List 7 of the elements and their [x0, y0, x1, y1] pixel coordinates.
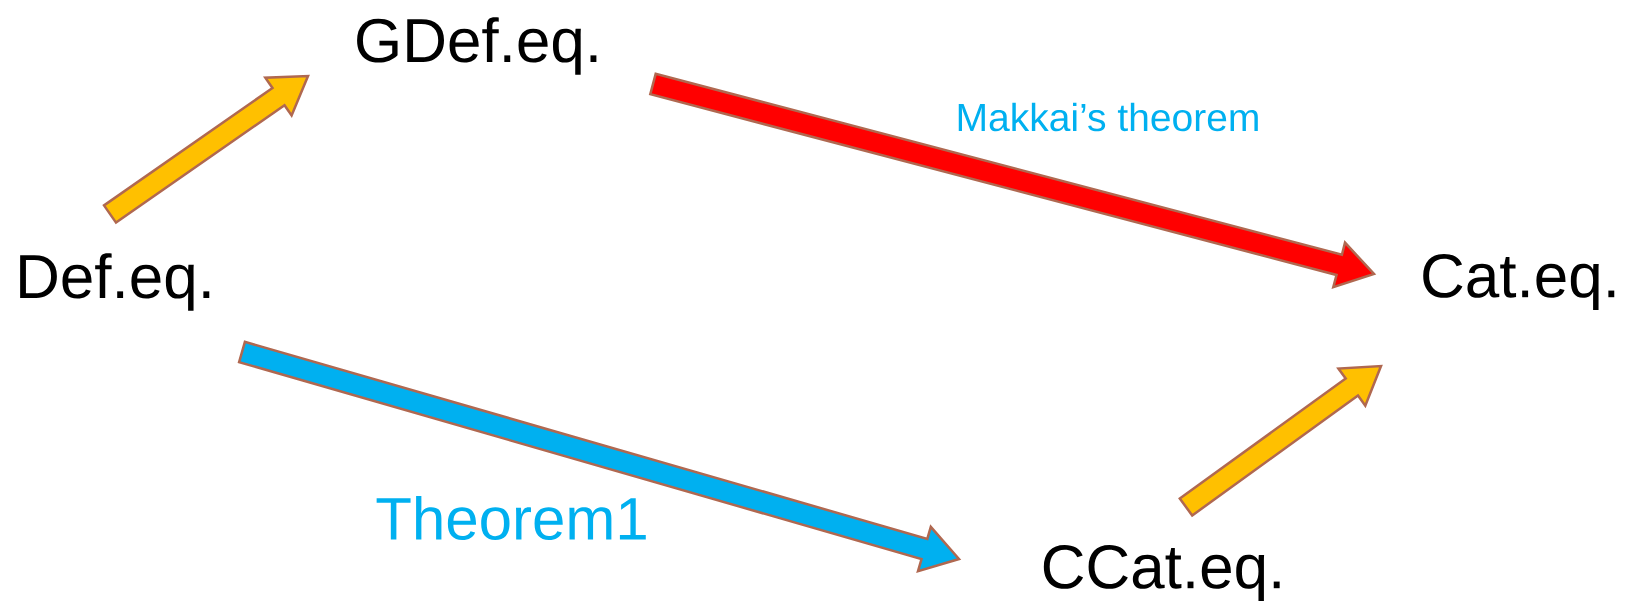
node-label: Cat.eq. — [1423, 253, 1615, 311]
node-label: Def.eq. — [20, 253, 210, 311]
edge-label: Theorem1 — [376, 495, 646, 540]
edge-label: Makkai’s theorem — [958, 102, 1258, 132]
node-label: CCat.eq. — [1043, 544, 1280, 602]
node-label: GDef.eq. — [357, 17, 597, 75]
block-arrow — [237, 340, 962, 573]
